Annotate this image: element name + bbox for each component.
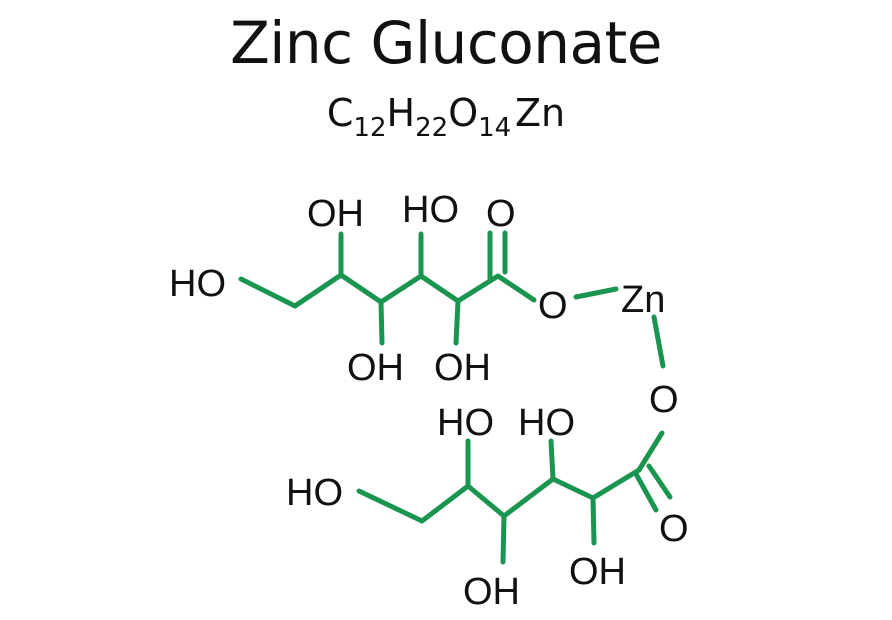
- page-title: Zinc Gluconate: [230, 9, 662, 77]
- lower-top-ho-label-2: HO: [518, 402, 575, 444]
- formula-element-h: H: [386, 91, 416, 135]
- lower-bottom-oh-label-2: OH: [569, 551, 626, 593]
- formula-count-o: 14: [478, 113, 512, 143]
- lower-terminal-ho-label: HO: [286, 472, 343, 514]
- lower-ester-bond: [636, 430, 665, 473]
- lower-oh-bond-2: [548, 438, 556, 482]
- upper-carbonyl-o-label: O: [486, 193, 516, 235]
- upper-bottom-oh-label-1: OH: [347, 347, 404, 389]
- upper-ester-o-label: O: [538, 285, 568, 327]
- lower-top-ho-label-1: HO: [437, 402, 494, 444]
- upper-gluconate-bonds: [238, 230, 537, 346]
- lower-oh-bond-4: [590, 495, 597, 546]
- zinc-atom-label: Zn: [621, 279, 665, 321]
- o-zn-bond: [573, 286, 619, 300]
- lower-carbonyl-o-label: O: [659, 508, 689, 550]
- lower-carbonyl-bond-b: [646, 463, 673, 500]
- upper-oh-bond-3: [378, 299, 385, 346]
- formula-element-zn: Zn: [515, 91, 566, 135]
- upper-bottom-oh-label-2: OH: [434, 347, 491, 389]
- upper-oh-bond-4: [453, 298, 461, 346]
- upper-terminal-ho-label: HO: [169, 263, 226, 305]
- lower-oh-bond-3: [500, 513, 507, 565]
- lower-carbonyl-bond-a: [633, 471, 659, 513]
- lower-ester-o-label: O: [649, 379, 679, 421]
- formula-element-c: C: [326, 91, 354, 135]
- lower-gluconate-bonds: [356, 430, 673, 565]
- upper-top-oh-label-1: OH: [307, 193, 364, 235]
- formula-count-h: 22: [415, 113, 449, 143]
- upper-top-ho-label-2: HO: [402, 189, 459, 231]
- molecular-formula: C12H22O14 Zn: [0, 88, 892, 141]
- formula-element-o: O: [448, 91, 479, 135]
- lower-backbone: [356, 467, 642, 524]
- zn-o-bond: [651, 314, 666, 369]
- lower-bottom-oh-label-1: OH: [463, 571, 520, 613]
- formula-count-c: 12: [353, 113, 387, 143]
